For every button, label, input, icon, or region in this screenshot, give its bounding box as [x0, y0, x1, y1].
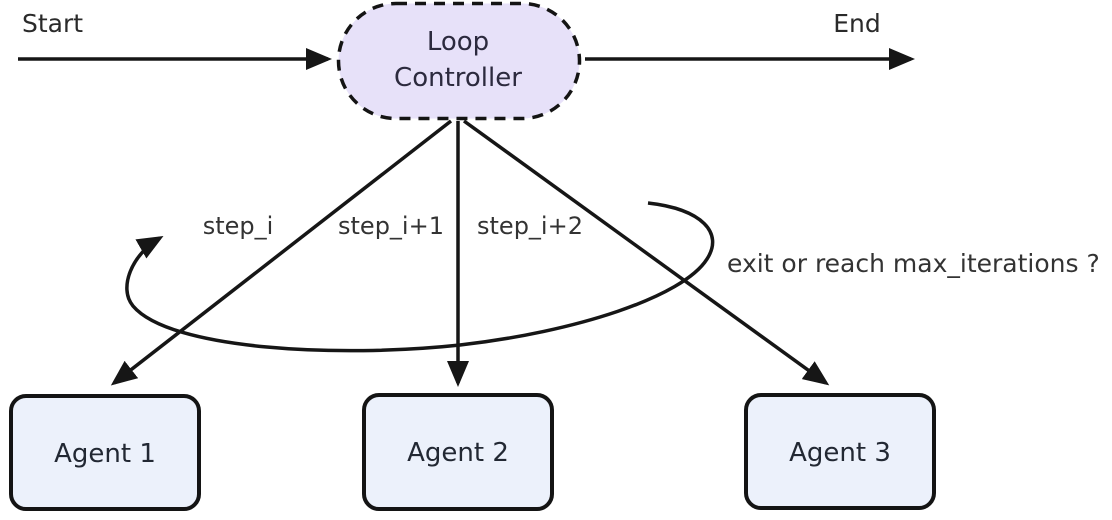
- step-i1-label: step_i+1: [338, 212, 444, 240]
- start-label: Start: [22, 9, 83, 38]
- agent-1-node: [9, 394, 201, 511]
- loop-controller-node: [336, 1, 582, 121]
- exit-condition-label: exit or reach max_iterations ?: [727, 249, 1100, 278]
- edge-step-i2-to-agent-3: [462, 119, 830, 386]
- agent-1-label: Agent 1: [54, 439, 156, 469]
- agent-2-node: [362, 393, 554, 511]
- loop-controller-label-line2: Controller: [394, 63, 522, 93]
- agent-3-label: Agent 3: [789, 438, 891, 468]
- loop-controller-label-line1: Loop: [427, 27, 489, 57]
- loop-back-arrow: [125, 201, 715, 353]
- edge-step-i-to-agent-1: [110, 119, 453, 386]
- step-i-label: step_i: [203, 212, 274, 240]
- agent-3-node: [744, 393, 936, 510]
- step-i2-label: step_i+2: [477, 212, 583, 240]
- end-label: End: [833, 9, 881, 38]
- agent-2-label: Agent 2: [407, 438, 509, 468]
